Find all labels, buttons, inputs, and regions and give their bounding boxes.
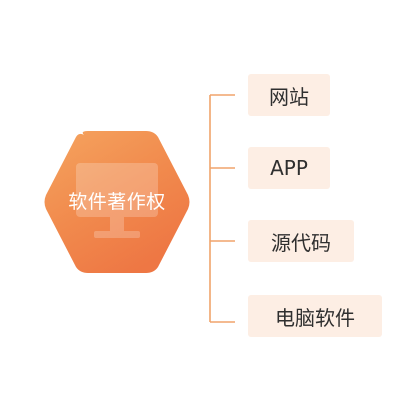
center-title: 软件著作权 [68, 191, 166, 213]
item-app: APP [248, 147, 330, 189]
monitor-icon [76, 163, 158, 238]
branch-connector [209, 94, 235, 323]
hexagon-shape [44, 131, 190, 273]
item-computer-software: 电脑软件 [248, 295, 382, 337]
item-source-code: 源代码 [248, 220, 354, 262]
item-website: 网站 [248, 74, 330, 116]
center-hexagon [44, 131, 190, 273]
